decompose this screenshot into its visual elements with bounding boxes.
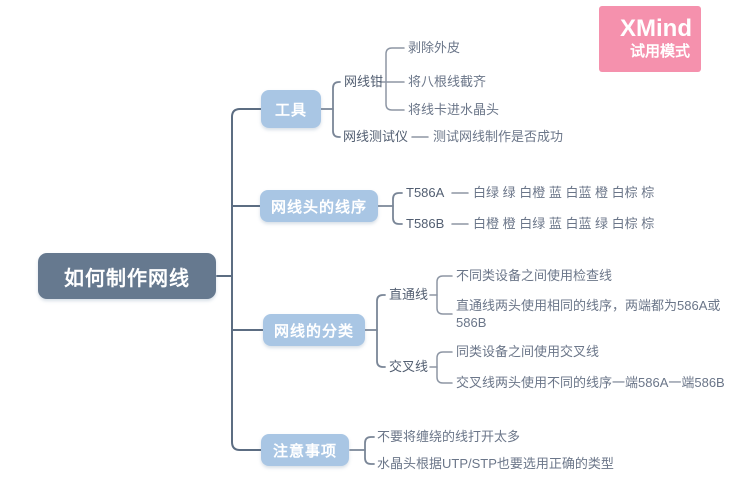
subtopic-t586b[interactable]: T586B — [406, 216, 445, 231]
trial-mode-label: 试用模式 — [629, 43, 690, 60]
leaf-straight-same-order[interactable]: 直通线两头使用相同的线序，两端都为586A或 586B — [456, 298, 721, 330]
leaf-same-devices[interactable]: 同类设备之间使用交叉线 — [456, 344, 600, 359]
leaf-dont-untwist[interactable]: 不要将缠绕的线打开太多 — [377, 429, 521, 444]
subtopic-crimper[interactable]: 网线钳 — [344, 74, 384, 89]
branch-topic-tools[interactable]: 工具 — [261, 90, 321, 128]
leaf-t586a-colors[interactable]: 白绿 绿 白橙 蓝 白蓝 橙 白棕 棕 — [473, 185, 655, 200]
leaf-different-devices[interactable]: 不同类设备之间使用检查线 — [456, 268, 613, 283]
branch-topic-cable-types[interactable]: 网线的分类 — [263, 314, 365, 346]
branch-topic-notes[interactable]: 注意事项 — [261, 434, 349, 466]
leaf-insert-plug[interactable]: 将线卡进水晶头 — [408, 102, 500, 117]
root-topic[interactable]: 如何制作网线 — [38, 253, 216, 299]
branch-topic-wire-order[interactable]: 网线头的线序 — [260, 190, 378, 222]
subtopic-t586a[interactable]: T586A — [406, 185, 445, 200]
leaf-strip-sheath[interactable]: 剥除外皮 — [408, 40, 461, 55]
xmind-logo-text: XMind — [620, 15, 692, 42]
leaf-t586b-colors[interactable]: 白橙 橙 白绿 蓝 白蓝 绿 白棕 棕 — [473, 216, 655, 231]
subtopic-straight-through[interactable]: 直通线 — [389, 287, 429, 302]
subtopic-cable-tester[interactable]: 网线测试仪 — [343, 129, 409, 144]
xmind-trial-badge: XMind 试用模式 — [599, 6, 701, 72]
leaf-utp-stp-plug[interactable]: 水晶头根据UTP/STP也要选用正确的类型 — [377, 456, 614, 471]
leaf-crossover-diff-order[interactable]: 交叉线两头使用不同的线序一端586A一端586B — [456, 375, 725, 390]
leaf-test-success[interactable]: 测试网线制作是否成功 — [433, 129, 564, 144]
subtopic-crossover[interactable]: 交叉线 — [389, 359, 429, 374]
leaf-cut-even[interactable]: 将八根线截齐 — [408, 74, 487, 89]
